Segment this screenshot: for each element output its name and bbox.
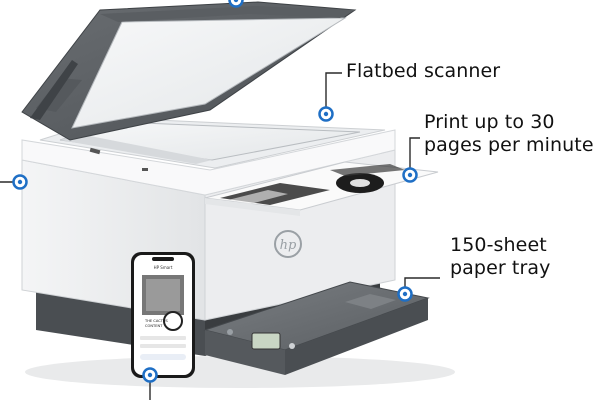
callout-print-speed: Print up to 30 pages per minute: [424, 111, 594, 157]
callout-marker-speed-icon: [402, 167, 418, 183]
paper-tray: [203, 281, 430, 375]
callout-tray-line1: 150-sheet: [450, 234, 547, 256]
phone-header-text: HP Smart: [154, 265, 173, 270]
callout-marker-flatbed-icon: [318, 106, 334, 122]
scanner-lid: [21, 1, 357, 141]
output-paper: [204, 161, 439, 216]
callout-flatbed-text: Flatbed scanner: [346, 60, 501, 82]
callout-paper-tray: 150-sheet paper tray: [450, 234, 550, 280]
callout-speed-line2: pages per minute: [424, 134, 594, 156]
callout-tray-line2: paper tray: [450, 257, 551, 279]
callout-marker-phone-icon: [142, 367, 158, 383]
callout-flatbed-scanner: Flatbed scanner: [346, 60, 500, 83]
callout-speed-line1: Print up to 30: [424, 111, 555, 133]
smartphone-icon: HP Smart THE CACTUS CONTENT: [131, 252, 195, 378]
callout-marker-tray-icon: [397, 286, 413, 302]
phone-caption-line1: THE CACTUS: [144, 319, 169, 323]
callout-marker-top-icon: [228, 0, 244, 8]
hp-logo-icon: hp: [274, 230, 302, 258]
phone-caption-line2: CONTENT: [145, 324, 163, 328]
callout-marker-left-icon: [12, 174, 28, 190]
svg-text:hp: hp: [280, 238, 297, 253]
